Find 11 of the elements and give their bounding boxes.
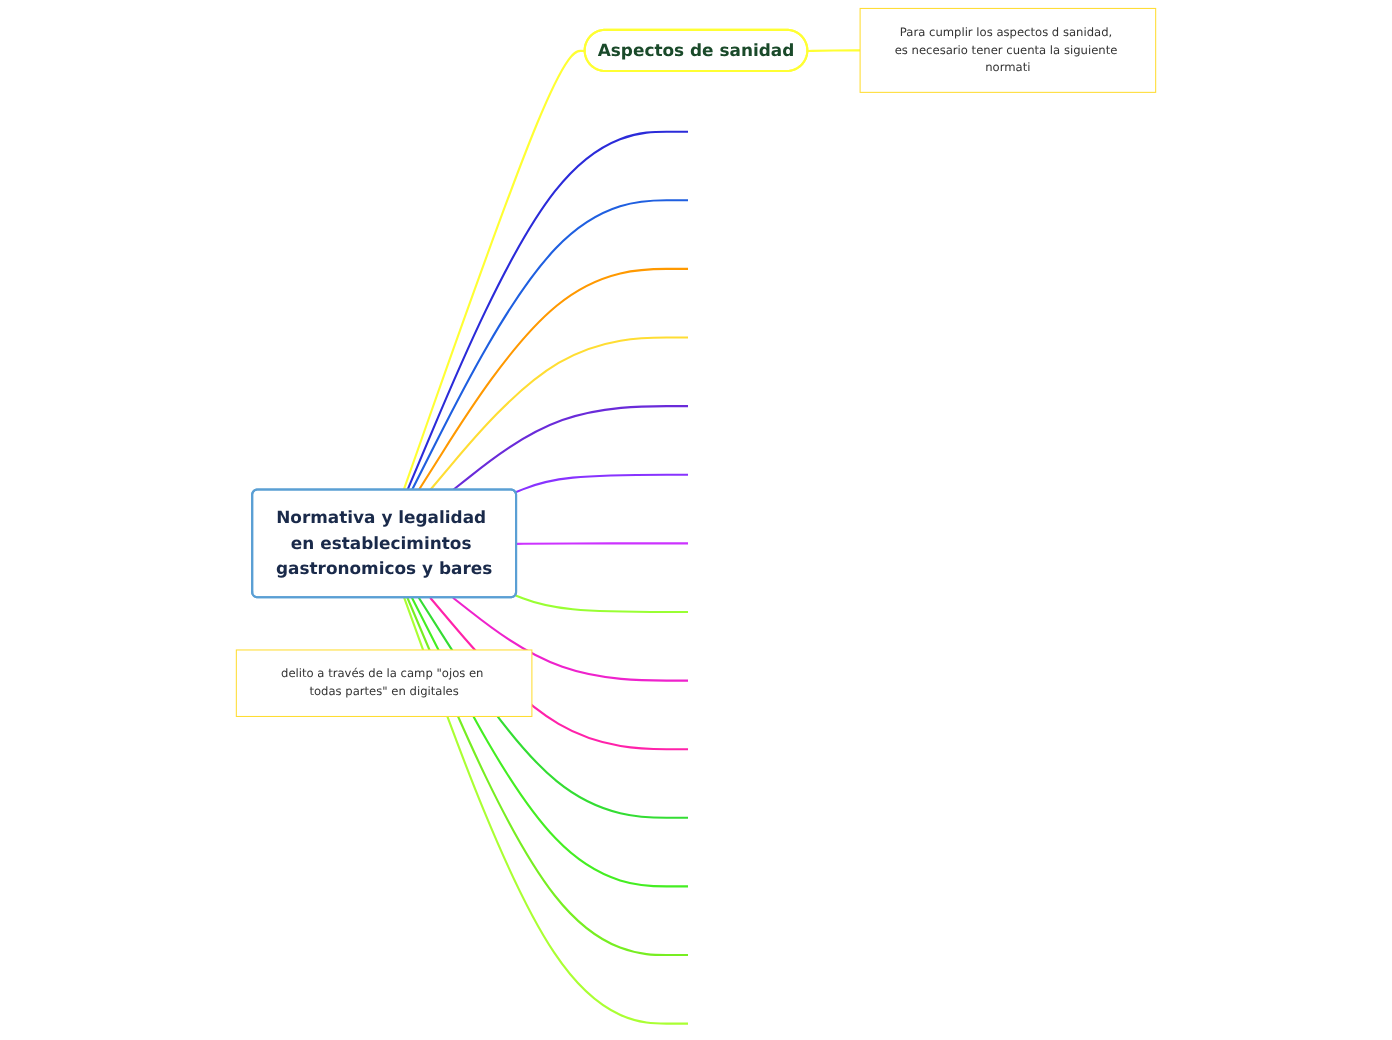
connector-line xyxy=(411,199,689,491)
connector-line xyxy=(429,336,689,491)
connector-line xyxy=(452,596,689,682)
connector-line xyxy=(406,130,689,491)
connector-line xyxy=(402,49,586,491)
connector-line xyxy=(515,473,689,494)
connector-line xyxy=(417,267,689,491)
connector-line xyxy=(516,542,689,545)
connector-line xyxy=(807,49,861,52)
connector-line xyxy=(452,405,689,491)
connector-line xyxy=(515,594,689,614)
